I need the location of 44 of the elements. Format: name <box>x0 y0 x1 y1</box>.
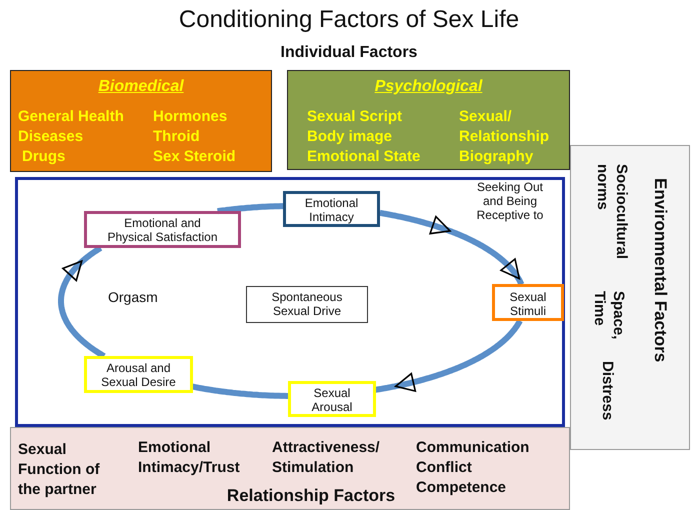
stage-label: Spontaneous Sexual Drive <box>270 290 344 318</box>
stage-box <box>84 211 241 248</box>
factor-text: Emotional State <box>307 147 422 167</box>
stage-box <box>492 284 564 321</box>
factor-text: Sexual Function of the partner <box>18 440 101 500</box>
factor-text: Communication Conflict Competence <box>416 438 530 498</box>
drive-box <box>246 286 368 323</box>
factor-text: Body image <box>307 127 394 147</box>
factor-text: Distress <box>598 361 617 422</box>
stage-label: Arousal and Sexual Desire <box>100 361 177 389</box>
stage-label: Emotional and Physical Satisfaction <box>106 216 219 244</box>
diagram-title: Conditioning Factors of Sex Life <box>178 6 520 34</box>
factor-text: Attractiveness/ Stimulation <box>272 438 381 478</box>
factor-text: Drugs <box>22 147 66 167</box>
panel-heading: Biomedical <box>97 77 185 97</box>
stage-label: Sexual Stimuli <box>508 290 548 318</box>
stage-label: Orgasm <box>108 289 159 305</box>
factor-text: General Health <box>18 107 125 127</box>
stage-label: Emotional Intimacy <box>304 196 360 224</box>
factor-text: Sex Steroid <box>153 147 237 167</box>
stage-box <box>288 381 376 417</box>
stage-label: Seeking Out and Being Receptive to <box>476 180 544 222</box>
cycle-arrow <box>58 245 106 359</box>
cycle-arrow <box>373 318 523 393</box>
factor-panel <box>10 70 272 172</box>
factor-text: Hormones <box>153 107 228 127</box>
factor-text: Sociocultural norms <box>593 164 631 262</box>
panel-heading: Psychological <box>374 77 484 97</box>
stage-box <box>84 356 193 393</box>
cycle-arrow <box>378 210 524 287</box>
factor-text: Sexual/ Relationship Biography <box>459 107 550 167</box>
factor-text: Diseases <box>18 127 84 147</box>
factor-text: Throid <box>153 127 201 147</box>
panel-heading: Environmental Factors <box>651 178 670 364</box>
stage-label: Sexual Arousal <box>310 386 354 414</box>
factor-text: Space, Time <box>590 291 628 342</box>
factor-panel <box>287 70 570 170</box>
stage-box <box>283 191 380 227</box>
cycle-frame <box>15 177 565 427</box>
factor-panel <box>570 145 690 450</box>
section-heading: Individual Factors <box>280 44 418 62</box>
factor-text: Sexual Script <box>307 107 404 127</box>
factor-panel <box>10 427 570 510</box>
factor-text: Emotional Intimacy/Trust <box>138 438 241 478</box>
